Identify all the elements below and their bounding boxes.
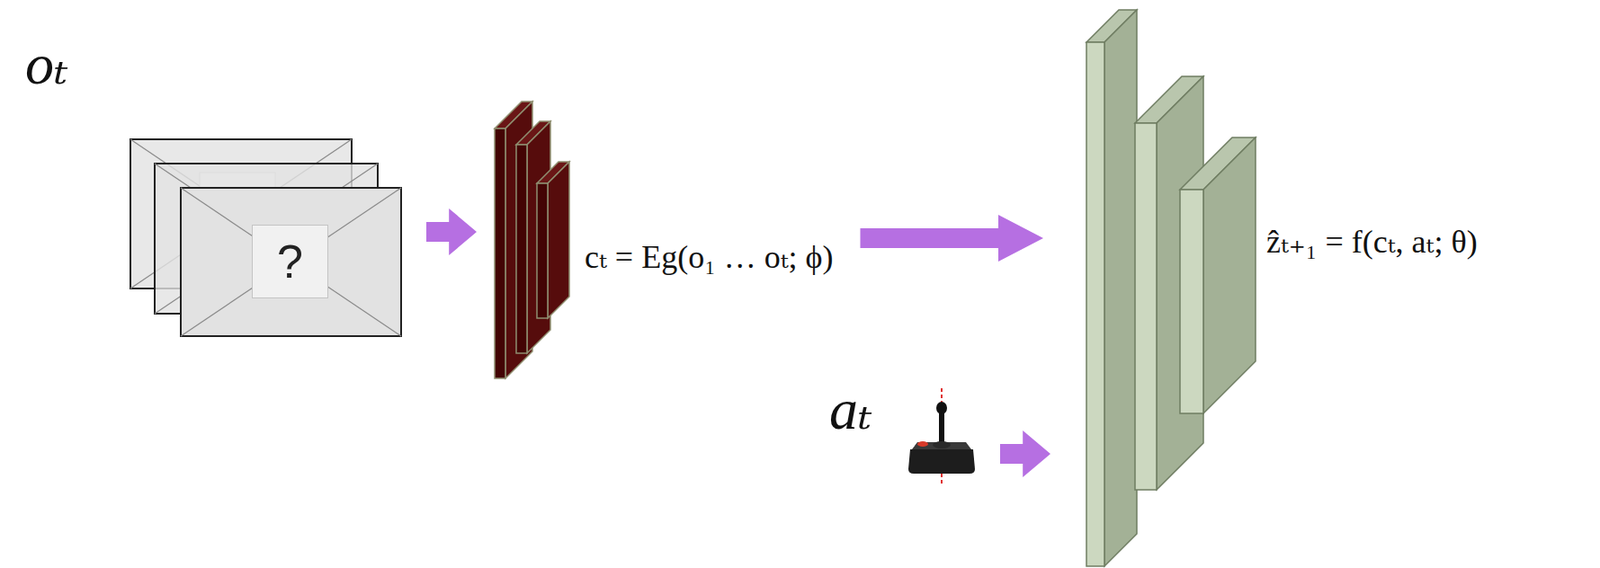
flow-arrow [426, 208, 477, 256]
joystick-base-top [911, 442, 972, 450]
variable-label: oₜ [25, 35, 69, 94]
layer-front [1179, 189, 1204, 414]
mask-symbol: ? [277, 238, 304, 286]
masked-patch: ? [251, 224, 329, 299]
layer-front [536, 183, 548, 319]
layer-front [494, 128, 506, 379]
joystick-axis [940, 388, 943, 403]
joystick-collar [932, 441, 951, 449]
frame-diagonal [180, 187, 402, 337]
layer-side [1104, 9, 1137, 567]
layer-front [516, 144, 528, 354]
predictor-layers [1086, 9, 1256, 567]
joystick-base [908, 449, 975, 474]
predictor-network: ẑₜ₊₁ = f(cₜ, aₜ; θ) [1082, 7, 1485, 568]
joystick-button [917, 441, 929, 447]
joystick-icon [908, 388, 975, 484]
frame-stack [130, 139, 402, 337]
encoder-network: cₜ = Eg(o₁ … oₜ; ϕ) [491, 98, 841, 380]
variable-label: aₜ [829, 381, 873, 439]
encoder-layers [494, 101, 570, 379]
equation-label: ẑₜ₊₁ = f(cₜ, aₜ; θ) [1266, 223, 1478, 262]
layer-front [1086, 42, 1105, 567]
flow-arrow [860, 214, 1045, 262]
action-input: aₜ [825, 384, 984, 484]
layer-side [547, 161, 570, 319]
frame [180, 187, 402, 337]
layer-side [527, 121, 551, 354]
layer-side [1156, 76, 1204, 491]
layer-front [1135, 123, 1157, 491]
observation-stack: oₜ? [17, 35, 405, 340]
frame-diagonal [180, 187, 402, 337]
joystick-axis [940, 473, 943, 484]
joystick-knob [936, 402, 948, 415]
layer-side [1203, 137, 1256, 414]
equation-label: cₜ = Eg(o₁ … oₜ; ϕ) [584, 238, 834, 278]
flow-arrow [1000, 430, 1051, 478]
